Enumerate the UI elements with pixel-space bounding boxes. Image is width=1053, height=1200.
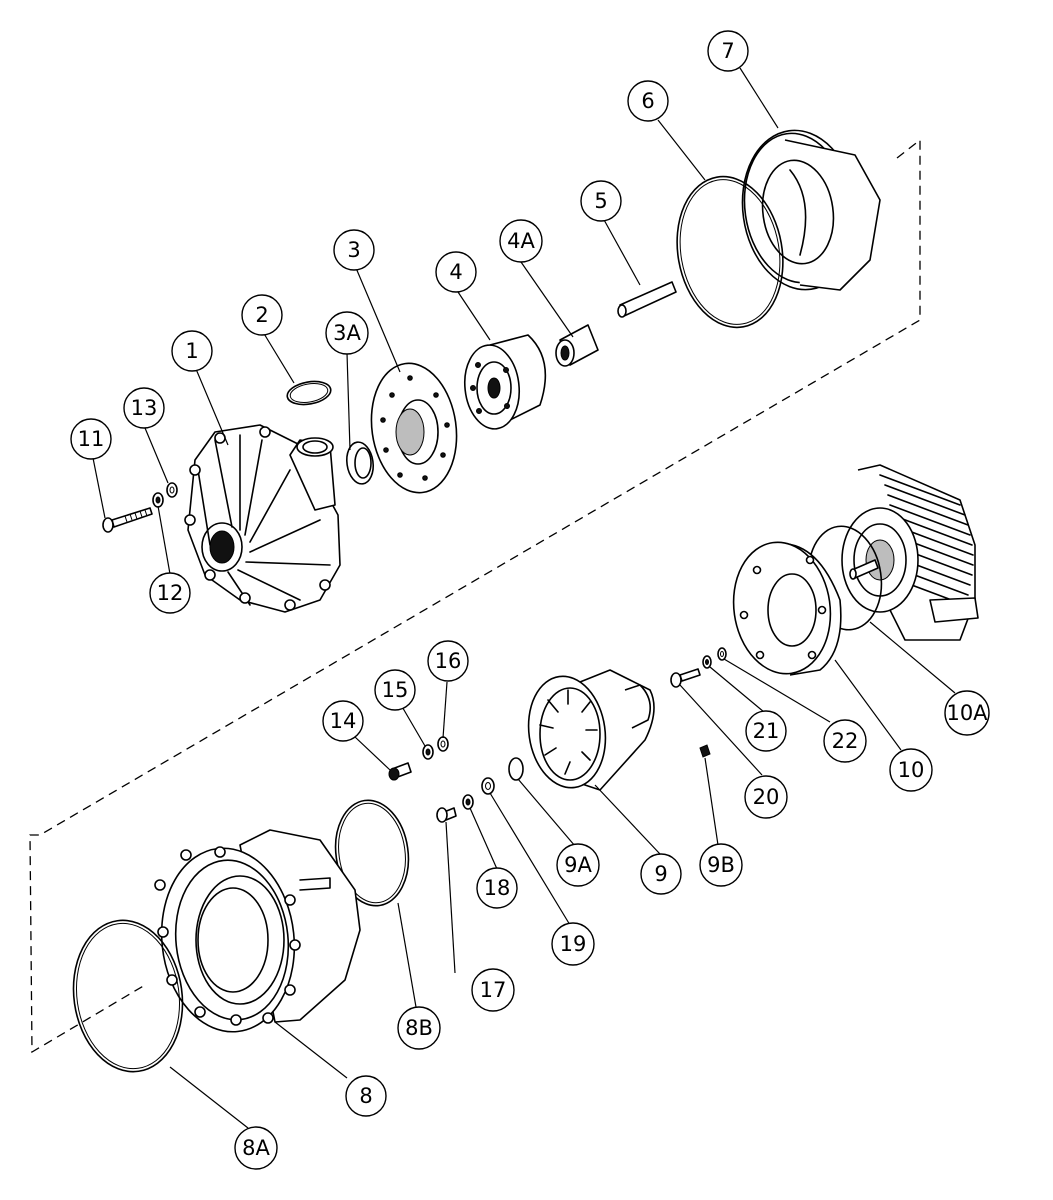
callout-8[interactable]: 8 [345, 1075, 387, 1117]
part-5-shaft [617, 281, 677, 318]
callout-4a[interactable]: 4A [499, 219, 543, 263]
part-3a-wear-ring [345, 441, 375, 485]
svg-text:15: 15 [382, 678, 409, 702]
callout-6[interactable]: 6 [627, 80, 669, 122]
callout-10a[interactable]: 10A [944, 690, 990, 736]
callout-13[interactable]: 13 [123, 387, 165, 429]
part-8b-o-ring [334, 799, 410, 907]
callout-8b[interactable]: 8B [397, 1006, 441, 1050]
callout-21[interactable]: 21 [745, 710, 787, 752]
callout-2[interactable]: 2 [241, 294, 283, 336]
callout-3[interactable]: 3 [333, 229, 375, 271]
callout-3a[interactable]: 3A [325, 311, 369, 355]
svg-text:4A: 4A [507, 229, 535, 253]
svg-text:9: 9 [654, 862, 667, 886]
part-7-casing-cover [741, 129, 881, 291]
svg-text:8A: 8A [242, 1136, 270, 1160]
part-15-washer [422, 744, 434, 760]
callout-9a[interactable]: 9A [556, 843, 600, 887]
part-10a-motor [841, 464, 979, 641]
part-2-o-ring [286, 380, 332, 406]
svg-text:7: 7 [721, 39, 734, 63]
callout-15[interactable]: 15 [374, 669, 416, 711]
part-14-bolt [388, 762, 412, 781]
part-13-washer [166, 482, 178, 498]
svg-text:10: 10 [898, 758, 925, 782]
part-9b-set-screw [699, 744, 711, 758]
part-8-bracket [154, 829, 361, 1033]
callout-5[interactable]: 5 [580, 180, 622, 222]
svg-text:8: 8 [359, 1084, 372, 1108]
part-8a-o-ring [72, 919, 184, 1073]
callout-9[interactable]: 9 [640, 853, 682, 895]
svg-text:22: 22 [832, 729, 859, 753]
callout-22[interactable]: 22 [823, 719, 867, 763]
callout-4[interactable]: 4 [435, 251, 477, 293]
part-10-adapter [732, 541, 842, 676]
svg-text:3: 3 [347, 238, 360, 262]
svg-text:9B: 9B [707, 853, 735, 877]
callout-18[interactable]: 18 [476, 867, 518, 909]
part-11-bolt [102, 507, 153, 533]
svg-text:13: 13 [131, 396, 158, 420]
svg-text:14: 14 [330, 709, 357, 733]
part-19-washer [481, 777, 495, 795]
callout-12[interactable]: 12 [149, 572, 191, 614]
part-1-pump-casing [184, 424, 341, 613]
part-4-inner-magnet [463, 334, 547, 430]
svg-text:21: 21 [753, 719, 780, 743]
svg-text:20: 20 [753, 785, 780, 809]
svg-text:5: 5 [594, 189, 607, 213]
callout-8a[interactable]: 8A [234, 1126, 278, 1170]
svg-text:10A: 10A [946, 701, 988, 725]
callout-7[interactable]: 7 [707, 30, 749, 72]
part-20-bolt [670, 668, 701, 688]
part-9a-retaining-ring [508, 757, 524, 781]
part-22-washer [717, 647, 727, 661]
callout-14[interactable]: 14 [322, 700, 364, 742]
part-9-outer-magnet [527, 669, 655, 791]
callout-bubbles: 7 6 5 4A 4 3 3A 2 1 13 11 12 16 15 14 17… [70, 30, 990, 1170]
svg-text:18: 18 [484, 876, 511, 900]
callout-1[interactable]: 1 [171, 330, 213, 372]
svg-text:11: 11 [78, 427, 105, 451]
svg-text:3A: 3A [333, 321, 361, 345]
svg-text:9A: 9A [564, 853, 592, 877]
part-18-washer [462, 794, 474, 810]
svg-text:17: 17 [480, 978, 507, 1002]
svg-text:6: 6 [641, 89, 654, 113]
svg-text:12: 12 [157, 581, 184, 605]
part-4a-bushing [555, 324, 599, 367]
svg-text:2: 2 [255, 303, 268, 327]
part-21-washer [702, 655, 712, 669]
part-12-washer [152, 492, 164, 508]
callout-16[interactable]: 16 [427, 640, 469, 682]
callout-9b[interactable]: 9B [699, 843, 743, 887]
assembly-boundary [29, 138, 921, 1054]
svg-text:19: 19 [560, 932, 587, 956]
svg-text:4: 4 [449, 260, 462, 284]
part-3-impeller [370, 362, 458, 494]
leader-lines [92, 67, 956, 1129]
svg-text:1: 1 [185, 339, 198, 363]
svg-text:8B: 8B [405, 1016, 433, 1040]
callout-10[interactable]: 10 [889, 748, 933, 792]
part-17-bolt [436, 807, 457, 823]
part-16-washer [437, 736, 449, 752]
callout-19[interactable]: 19 [551, 922, 595, 966]
part-6-o-ring [676, 175, 784, 329]
callout-20[interactable]: 20 [744, 775, 788, 819]
svg-text:16: 16 [435, 649, 462, 673]
callout-11[interactable]: 11 [70, 418, 112, 460]
callout-17[interactable]: 17 [471, 968, 515, 1012]
